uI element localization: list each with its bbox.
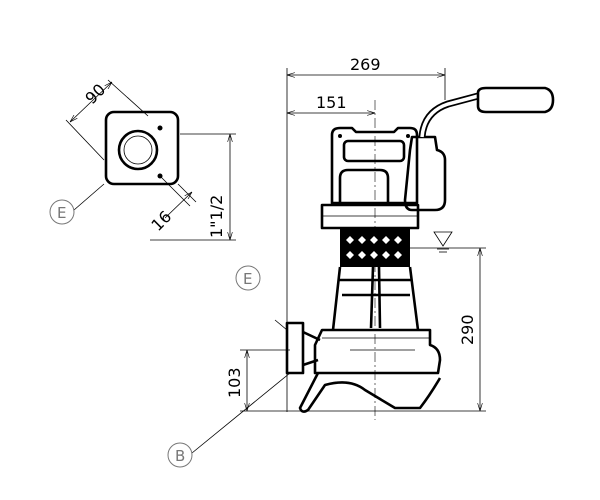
control-box	[403, 135, 447, 212]
callout-e-label: E	[57, 204, 66, 222]
ext-line	[107, 79, 149, 117]
outlet-neck	[302, 330, 321, 367]
dim-thread-label: 1"1/2	[207, 195, 226, 238]
pump: E B	[167, 86, 555, 468]
motor-flange	[320, 203, 420, 230]
outlet-flange	[285, 321, 305, 375]
dim-269-label: 269	[350, 55, 381, 74]
flange-square	[104, 110, 180, 186]
leader-line	[191, 372, 291, 454]
ext-line	[177, 183, 197, 203]
bolt	[338, 134, 342, 138]
flange-bore	[117, 129, 159, 171]
pump-body	[331, 266, 420, 331]
float-switch	[476, 86, 555, 114]
bolt-hole	[157, 125, 163, 131]
dim-151-label: 151	[316, 93, 347, 112]
handle-frame	[330, 126, 419, 205]
dim-90-line	[70, 82, 112, 122]
ext-line	[159, 175, 191, 207]
float-cable-inner	[420, 94, 479, 138]
strainer-holes	[346, 236, 402, 259]
leader-line	[73, 183, 105, 211]
body-rib	[369, 266, 382, 329]
handle-grip	[342, 139, 406, 163]
bolt	[406, 134, 410, 138]
ext-line	[65, 119, 105, 161]
dim-90-label: 90	[81, 80, 109, 108]
dim-103-label: 103	[225, 367, 244, 398]
callout-b-circle	[167, 442, 193, 468]
callout-e2-circle	[235, 265, 261, 291]
callout-b-label: B	[175, 447, 185, 465]
dim-16-line	[164, 192, 192, 219]
callout-e-circle	[49, 199, 75, 225]
flange-bore-inner	[123, 135, 153, 165]
base-stand	[298, 372, 442, 413]
main-dimensions: 269 151 290 103	[225, 55, 486, 420]
volute-casing	[313, 328, 442, 375]
dim-290-label: 290	[458, 314, 477, 345]
leader-line	[274, 319, 288, 331]
motor-top	[338, 168, 390, 203]
flange-detail: 90 16 1"1/2 E	[49, 79, 236, 241]
water-level-icon	[433, 231, 453, 247]
strainer-cage	[340, 228, 410, 267]
callout-e2-label: E	[243, 270, 252, 288]
dim-16-label: 16	[147, 207, 175, 235]
